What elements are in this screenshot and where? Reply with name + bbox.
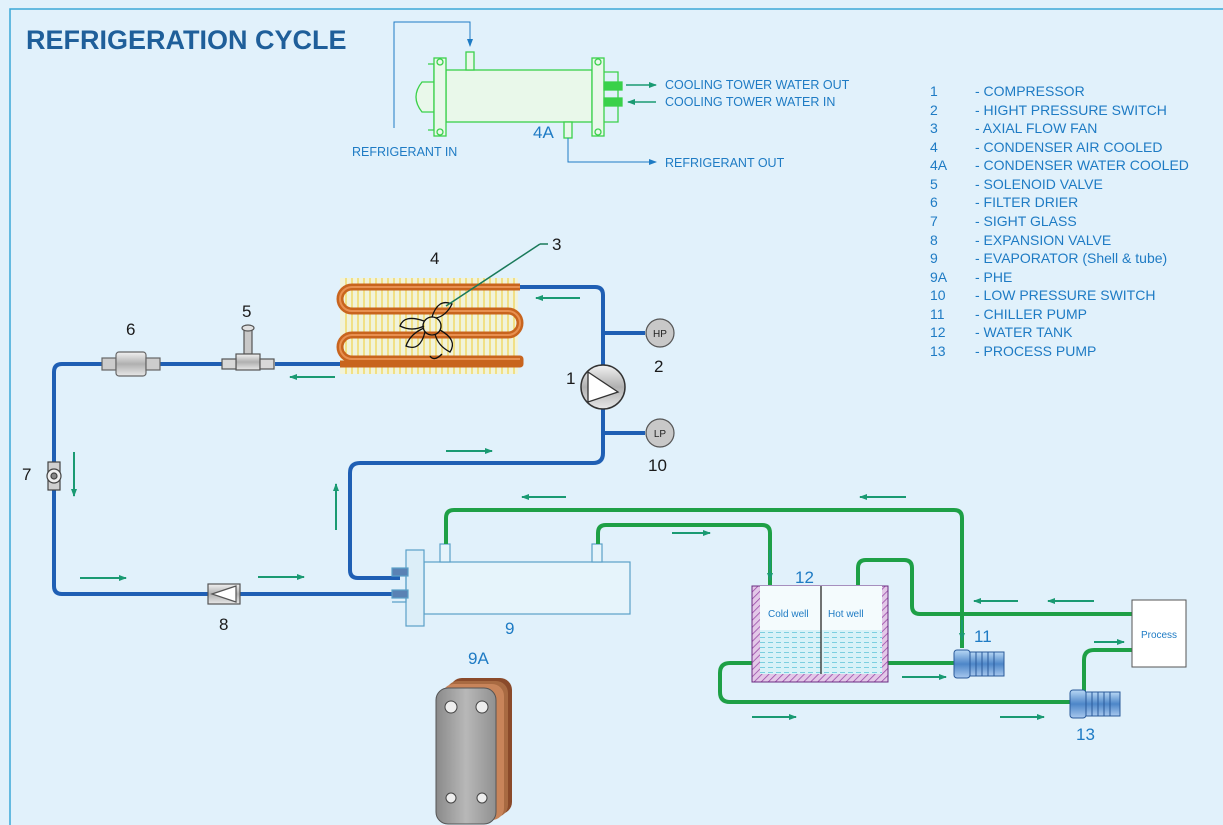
cold-well-label: Cold well — [768, 609, 809, 620]
label-5: 5 — [242, 302, 251, 321]
hot-well-label: Hot well — [828, 609, 864, 620]
legend-num: 1 — [930, 83, 938, 99]
label-7: 7 — [22, 465, 31, 484]
refrigerant-in-line — [393, 21, 473, 128]
legend-text: - CONDENSER AIR COOLED — [975, 139, 1162, 155]
legend-text: - SOLENOID VALVE — [975, 176, 1103, 192]
water-tank-icon — [751, 585, 889, 683]
label-12: 12 — [795, 568, 814, 587]
legend-num: 4 — [930, 139, 938, 155]
solenoid-valve-icon — [221, 324, 275, 371]
axial-fan-icon — [399, 301, 454, 360]
legend-num: 8 — [930, 232, 938, 248]
legend-num: 9A — [930, 269, 948, 285]
water-cooled-condenser — [415, 51, 623, 139]
label-4a: 4A — [533, 123, 554, 142]
legend-text: - EXPANSION VALVE — [975, 232, 1111, 248]
label-6: 6 — [126, 320, 135, 339]
label-1: 1 — [566, 369, 575, 388]
label-4: 4 — [430, 249, 439, 268]
cooling-tower-out-label: COOLING TOWER WATER OUT — [665, 78, 850, 92]
process-box — [1131, 599, 1187, 668]
label-3: 3 — [552, 235, 561, 254]
label-13: 13 — [1076, 725, 1095, 744]
legend-text: - LOW PRESSURE SWITCH — [975, 287, 1155, 303]
legend-num: 5 — [930, 176, 938, 192]
legend-num: 6 — [930, 194, 938, 210]
legend-num: 4A — [930, 157, 948, 173]
fan-leader-line — [445, 243, 541, 307]
legend-text: - COMPRESSOR — [975, 83, 1085, 99]
legend-text: - WATER TANK — [975, 324, 1073, 340]
label-9a: 9A — [468, 649, 489, 668]
label-2: 2 — [654, 357, 663, 376]
hp-label: HP — [653, 329, 667, 340]
compressor-icon — [580, 364, 626, 410]
cooling-tower-in-label: COOLING TOWER WATER IN — [665, 95, 835, 109]
legend-text: - SIGHT GLASS — [975, 213, 1077, 229]
legend-text: - HIGHT PRESSURE SWITCH — [975, 102, 1167, 118]
legend-num: 3 — [930, 120, 938, 136]
refrigerant-out-line — [567, 138, 657, 165]
evaporator-icon — [391, 543, 631, 627]
refrigerant-in-label: REFRIGERANT IN — [352, 145, 457, 159]
label-9: 9 — [505, 619, 514, 638]
plate-heat-exchanger-icon — [435, 678, 512, 825]
legend: 1 - COMPRESSOR 2 - HIGHT PRESSURE SWITCH… — [930, 83, 1189, 359]
label-11: 11 — [974, 627, 992, 646]
high-pressure-switch — [645, 318, 675, 348]
flow-arrows — [71, 295, 1125, 720]
legend-num: 9 — [930, 250, 938, 266]
legend-text: - EVAPORATOR (Shell & tube) — [975, 250, 1167, 266]
process-label: Process — [1141, 630, 1177, 641]
frame-border — [9, 8, 1223, 825]
label-8: 8 — [219, 615, 228, 634]
legend-text: - AXIAL FLOW FAN — [975, 120, 1097, 136]
legend-num: 2 — [930, 102, 938, 118]
low-pressure-switch — [645, 418, 675, 448]
legend-text: - PROCESS PUMP — [975, 343, 1096, 359]
label-10: 10 — [648, 456, 667, 475]
refrigerant-out-label: REFRIGERANT OUT — [665, 156, 785, 170]
air-cooled-condenser — [336, 278, 524, 374]
legend-text: - PHE — [975, 269, 1012, 285]
lp-label: LP — [654, 429, 667, 440]
legend-num: 7 — [930, 213, 938, 229]
sight-glass-icon — [46, 461, 62, 491]
expansion-valve-icon — [207, 583, 241, 605]
legend-text: - CONDENSER WATER COOLED — [975, 157, 1189, 173]
water-piping — [444, 508, 1132, 704]
page-title: REFRIGERATION CYCLE — [26, 25, 347, 55]
legend-num: 11 — [930, 306, 945, 322]
legend-num: 13 — [930, 343, 946, 359]
legend-text: - FILTER DRIER — [975, 194, 1078, 210]
legend-num: 10 — [930, 287, 946, 303]
filter-drier-icon — [101, 351, 161, 377]
legend-num: 12 — [930, 324, 946, 340]
legend-text: - CHILLER PUMP — [975, 306, 1087, 322]
chiller-pump-icon — [953, 649, 1005, 679]
process-pump-icon — [1069, 689, 1121, 719]
